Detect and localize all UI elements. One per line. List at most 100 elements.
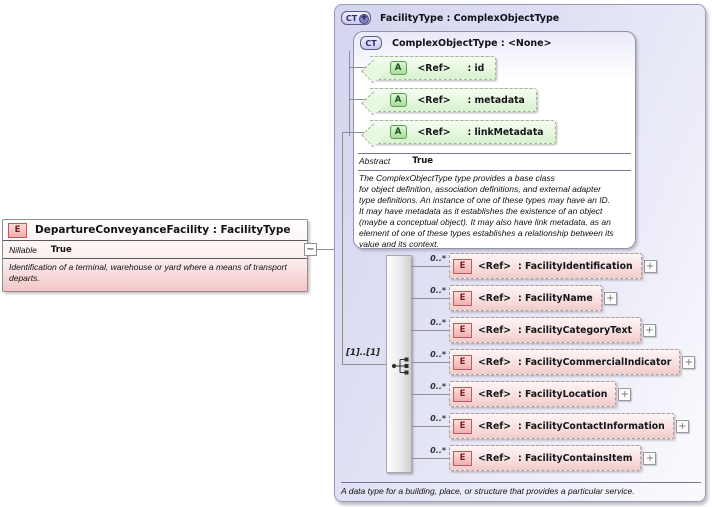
element-name: : FacilityName	[518, 292, 593, 304]
complex-object-type-annotation: The ComplexObjectType type provides a ba…	[359, 173, 614, 249]
model-group-bar	[386, 255, 412, 473]
ref-label: <Ref>	[478, 356, 512, 368]
expand-button[interactable]: +	[682, 355, 696, 369]
cardinality-label: 0..*	[430, 318, 446, 327]
complex-object-type-node[interactable]: CT ComplexObjectType : <None> A <Ref> : …	[353, 31, 636, 249]
element-icon: E	[453, 450, 472, 466]
cardinality-label: 0..*	[430, 286, 446, 295]
attribute-name: : linkMetadata	[467, 126, 544, 138]
attribute-branch-line	[349, 67, 365, 68]
connector-line	[412, 266, 449, 267]
connector-line	[412, 426, 449, 427]
element-node-header: E DepartureConveyanceFacility : Facility…	[3, 220, 307, 241]
attribute-icon: A	[389, 61, 407, 75]
compositor-connector-line	[342, 364, 392, 365]
ref-label: <Ref>	[417, 126, 451, 138]
collapse-button[interactable]: −	[304, 243, 317, 256]
ref-label: <Ref>	[478, 452, 512, 464]
nillable-value: True	[50, 244, 72, 255]
divider	[341, 482, 701, 483]
ref-label: <Ref>	[478, 420, 512, 432]
expand-button[interactable]: +	[643, 451, 657, 465]
facility-type-annotation: A data type for a building, place, or st…	[341, 486, 635, 496]
facility-type-header: CT + FacilityType : ComplexObjectType	[341, 11, 559, 25]
element-name: : FacilityContainsItem	[518, 452, 633, 464]
element-ref-facility-identification[interactable]: E <Ref> : FacilityIdentification	[449, 253, 642, 279]
ref-label: <Ref>	[417, 94, 451, 106]
ref-label: <Ref>	[478, 260, 512, 272]
connector-cell: 0..*	[412, 285, 449, 311]
cardinality-label: 0..*	[430, 350, 446, 359]
element-ref-facility-name[interactable]: E <Ref> : FacilityName	[449, 285, 602, 311]
connector-line	[412, 394, 449, 395]
divider	[358, 170, 631, 171]
element-ref-facility-contact-information[interactable]: E <Ref> : FacilityContactInformation	[449, 413, 674, 439]
element-icon: E	[453, 354, 472, 370]
nillable-label: Nillable	[9, 244, 37, 255]
element-ref-facility-contains-item[interactable]: E <Ref> : FacilityContainsItem	[449, 445, 642, 471]
expand-button[interactable]: +	[643, 323, 656, 337]
connector-line	[412, 298, 449, 299]
element-ref-facility-location[interactable]: E <Ref> : FacilityLocation	[449, 381, 617, 407]
connector-cell: 0..*	[412, 253, 449, 279]
element-node-title: DepartureConveyanceFacility : FacilityTy…	[35, 224, 291, 236]
facility-type-container: CT + FacilityType : ComplexObjectType CT…	[334, 4, 706, 502]
element-annotation: Identification of a terminal, warehouse …	[9, 262, 287, 283]
element-icon: E	[453, 290, 472, 306]
connector-line	[412, 330, 449, 331]
complex-type-plus-icon: CT +	[341, 11, 371, 25]
facility-type-title: FacilityType : ComplexObjectType	[380, 12, 560, 24]
connector-line	[412, 362, 449, 363]
cardinality-label: 0..*	[430, 446, 446, 455]
content-trunk-line	[342, 132, 343, 365]
element-row: 0..* E <Ref> : FacilityCategoryText +	[412, 317, 656, 343]
connector-cell: 0..*	[412, 349, 449, 375]
element-icon: E	[453, 386, 472, 402]
attribute-row: A <Ref> : id	[361, 56, 497, 83]
element-row: 0..* E <Ref> : FacilityLocation +	[412, 381, 632, 407]
connector-line	[308, 249, 334, 250]
ref-label: <Ref>	[417, 62, 451, 74]
divider	[358, 153, 631, 154]
element-row: 0..* E <Ref> : FacilityName +	[412, 285, 617, 311]
attribute-ref-metadata[interactable]: A <Ref> : metadata	[361, 88, 537, 115]
attribute-trunk-line	[349, 51, 350, 136]
ref-label: <Ref>	[478, 388, 512, 400]
element-icon: E	[453, 258, 472, 274]
element-name: : FacilityIdentification	[518, 260, 633, 272]
abstract-label: Abstract	[359, 156, 391, 166]
attribute-icon: A	[389, 93, 407, 107]
attribute-name: : metadata	[467, 94, 525, 106]
cardinality-label: 0..*	[430, 382, 446, 391]
element-ref-facility-category-text[interactable]: E <Ref> : FacilityCategoryText	[449, 317, 641, 343]
attribute-row: A <Ref> : linkMetadata	[361, 120, 556, 147]
abstract-property-row: Abstract True	[359, 156, 433, 166]
attribute-icon: A	[389, 125, 407, 139]
element-row: 0..* E <Ref> : FacilityIdentification +	[412, 253, 657, 279]
expand-button[interactable]: +	[603, 291, 617, 305]
connector-line	[412, 458, 449, 459]
ref-label: <Ref>	[478, 324, 512, 336]
attribute-ref-id[interactable]: A <Ref> : id	[361, 56, 497, 83]
element-ref-facility-commercial-indicator[interactable]: E <Ref> : FacilityCommercialIndicator	[449, 349, 681, 375]
element-name: : FacilityLocation	[518, 388, 608, 400]
element-row: 0..* E <Ref> : FacilityCommercialIndicat…	[412, 349, 696, 375]
element-row: 0..* E <Ref> : FacilityContainsItem +	[412, 445, 657, 471]
element-name: : FacilityCategoryText	[518, 324, 632, 336]
element-name: : FacilityCommercialIndicator	[518, 356, 672, 368]
cardinality-label: 0..*	[430, 414, 446, 423]
abstract-value: True	[412, 156, 434, 166]
expand-button[interactable]: +	[618, 387, 632, 401]
expand-button[interactable]: +	[643, 259, 657, 273]
complex-object-type-title: ComplexObjectType : <None>	[392, 37, 552, 49]
attribute-row: A <Ref> : metadata	[361, 88, 537, 115]
attribute-ref-linkmetadata[interactable]: A <Ref> : linkMetadata	[361, 120, 556, 147]
global-element-node[interactable]: E DepartureConveyanceFacility : Facility…	[2, 219, 308, 292]
expand-button[interactable]: +	[675, 419, 689, 433]
element-icon: E	[453, 322, 472, 338]
element-icon: E	[8, 222, 27, 238]
ct-icon-letters: CT	[345, 13, 358, 23]
element-name: : FacilityContactInformation	[518, 420, 665, 432]
attribute-left-point	[361, 91, 385, 115]
